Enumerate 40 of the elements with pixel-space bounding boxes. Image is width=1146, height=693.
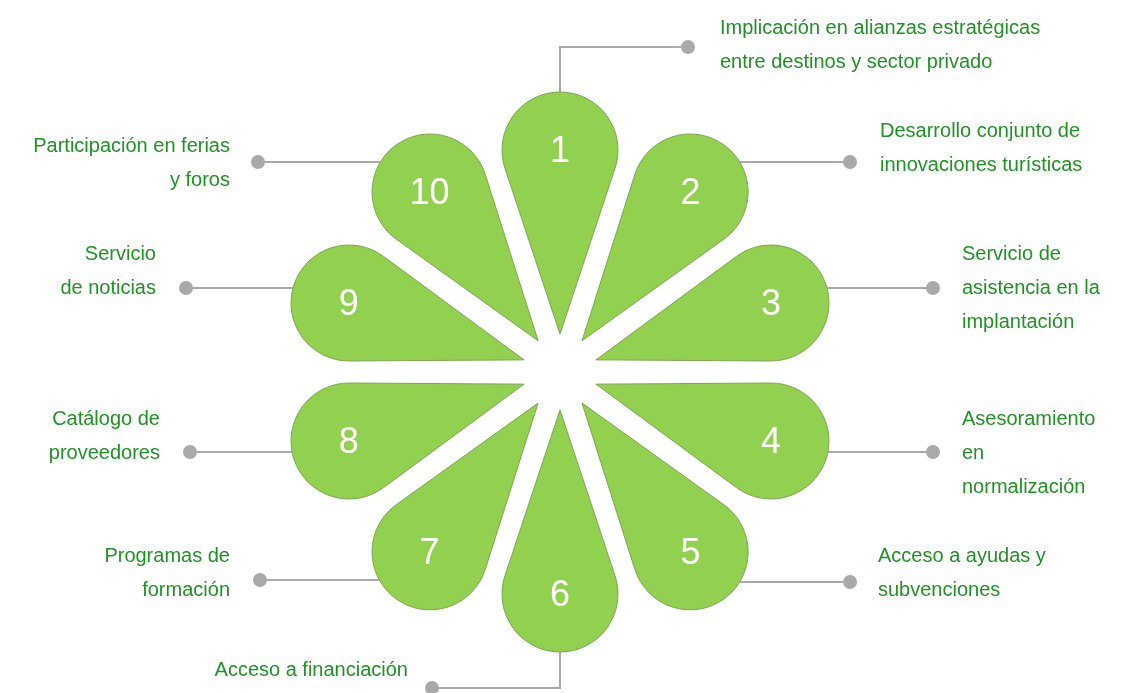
leader-line [738, 155, 857, 169]
petal-number: 10 [409, 172, 450, 213]
item-label: Asesoramiento en normalización [962, 401, 1112, 503]
item-label: Acceso a financiación [140, 652, 408, 686]
leader-line [183, 445, 293, 459]
leader-line [738, 575, 857, 589]
petal-number: 5 [680, 531, 701, 572]
petal-shape [596, 382, 830, 499]
leader-line [826, 281, 940, 295]
petal-number: 8 [338, 420, 359, 461]
petal-shape [371, 134, 538, 342]
leader-line [251, 155, 382, 169]
leader-line [179, 281, 294, 295]
petal-shape [502, 410, 618, 652]
item-label: Servicio de noticias [60, 236, 156, 304]
leader-line [827, 445, 940, 459]
item-label: Catálogo de proveedores [0, 401, 160, 469]
petal-shape [290, 245, 524, 362]
petal-shape [582, 134, 749, 342]
item-label: Participación en ferias y foros [30, 128, 230, 196]
item-label: Implicación en alianzas estratégicas entre destinos y sector privado [720, 10, 1080, 78]
item-label: Programas de formación [40, 538, 230, 606]
petal-shape [290, 382, 524, 499]
petal-number: 3 [761, 283, 782, 324]
petal-number: 2 [680, 172, 701, 213]
petal-number: 4 [761, 420, 782, 461]
petal-shape [582, 402, 749, 610]
petal-number: 7 [419, 531, 440, 572]
item-label: Servicio de asistencia en la implantación [962, 236, 1146, 338]
item-label: Acceso a ayudas y subvenciones [878, 538, 1078, 606]
leader-line [559, 40, 695, 93]
petal-shape [596, 245, 830, 362]
item-label: Desarrollo conjunto de innovaciones turísticas [880, 113, 1110, 181]
petal-number: 6 [550, 574, 570, 614]
petal-shape [371, 402, 538, 610]
petal-shape [502, 92, 618, 334]
petal-number: 1 [550, 130, 570, 170]
leader-line [253, 573, 380, 587]
leader-line [425, 651, 561, 693]
petal-number: 9 [338, 283, 359, 324]
